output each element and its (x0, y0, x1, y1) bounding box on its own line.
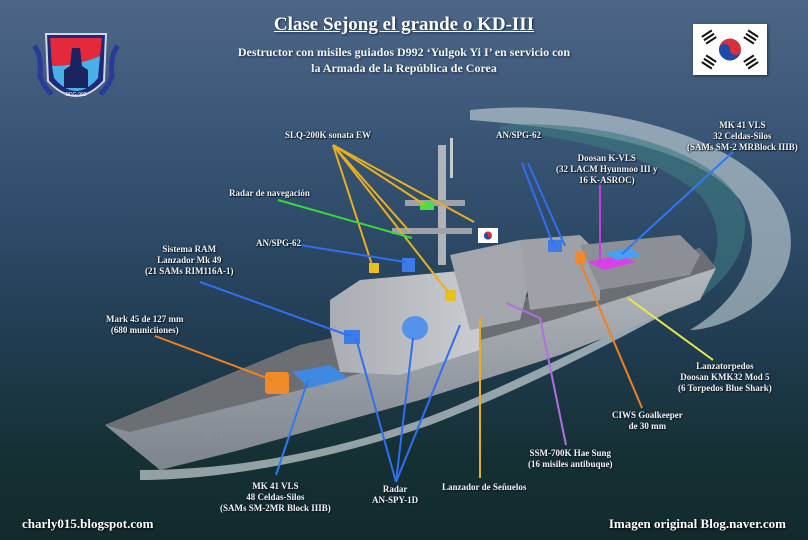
sonata-line-1 (332, 144, 373, 266)
spg62-aft-line-1 (521, 162, 554, 245)
spg62-aft-highlight (548, 240, 562, 252)
footer-credit-right: Imagen original Blog.naver.com (608, 516, 786, 531)
nav-radar-highlight (420, 202, 434, 210)
label-spg62-fwd: AN/SPG-62 (256, 238, 301, 248)
hull-number: 992 (203, 425, 227, 444)
vls-fwd-highlight (292, 365, 348, 388)
label-ssm: SSM-700K Hae Sung(16 misiles antibuque) (528, 448, 613, 469)
ciws-line (579, 261, 643, 409)
nav-radar-line (277, 199, 413, 239)
mark45-gun-highlight (265, 372, 289, 394)
page-title: Clase Sejong el grande o KD-III (273, 14, 535, 35)
ssm-line-a (505, 302, 541, 319)
spy1d-line-1 (355, 337, 397, 483)
spg62-fwd-line (299, 244, 406, 263)
mark45-line (154, 335, 273, 381)
torpedo-line (627, 297, 714, 361)
sonata-highlight-2 (445, 290, 456, 301)
ssm-line (539, 317, 567, 446)
page-subtitle: Destructor con misiles guiados D992 ‘Yul… (237, 45, 571, 75)
spy1d-highlight (402, 316, 428, 340)
svg-text:DDG-992: DDG-992 (65, 92, 86, 98)
wake-inner (500, 124, 746, 310)
label-decoy: Lanzador de Señuelos (442, 482, 527, 492)
aft-deck (580, 235, 700, 290)
vls-aft-line (621, 151, 734, 255)
south-korea-flag-icon (693, 24, 767, 75)
wake-outer (470, 107, 791, 331)
label-spg62-aft: AN/SPG-62 (496, 130, 541, 140)
footer-credit-left: charly015.blogspot.com (22, 516, 154, 531)
mid-superstructure (450, 240, 530, 330)
sonata-highlight-1 (369, 263, 379, 273)
ram-line (199, 281, 351, 337)
spg62-fwd-highlight (402, 258, 415, 272)
vls-fwd-line (275, 379, 309, 476)
label-nav-radar: Radar de navegación (229, 188, 310, 198)
label-sonata: SLQ-200K sonata EW (285, 130, 372, 140)
ship-crest-icon: DDG-992 (32, 33, 120, 98)
ciws-highlight (575, 252, 585, 264)
label-mark45: Mark 45 de 127 mm(680 municiiones) (106, 314, 184, 335)
